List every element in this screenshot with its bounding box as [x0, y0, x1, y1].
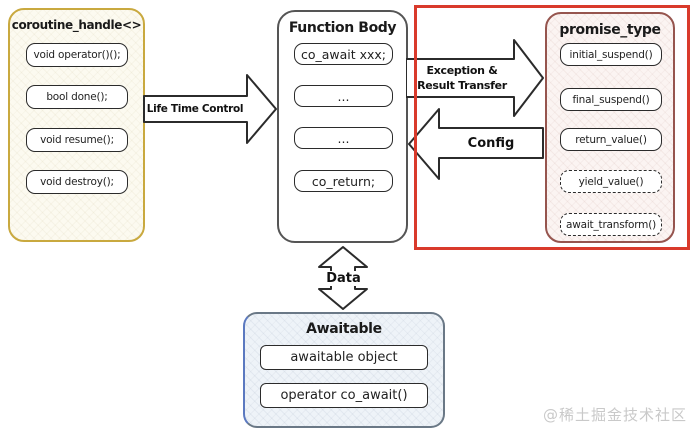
item-yield-value: yield_value(): [560, 170, 662, 193]
item-co-return: co_return;: [294, 170, 393, 192]
item-initial-suspend: initial_suspend(): [560, 43, 662, 66]
item-bool-done: bool done();: [26, 85, 128, 109]
item-await-transform: await_transform(): [560, 213, 662, 236]
right-arrow-icon: [406, 39, 544, 117]
data-arrow: Data: [310, 245, 377, 311]
data-label: Data: [310, 269, 377, 287]
promise-type-box: promise_type initial_suspend() final_sus…: [545, 12, 675, 243]
awaitable-box: Awaitable awaitable object operator co_a…: [243, 312, 445, 428]
life-time-control-arrow: Life Time Control: [143, 73, 278, 145]
coroutine-handle-box: coroutine_handle<> void operator()(); bo…: [8, 8, 145, 242]
item-void-operator: void operator()();: [26, 43, 128, 67]
item-void-destroy: void destroy();: [26, 170, 128, 194]
exception-label-line1: Exception &: [426, 64, 498, 77]
item-co-await: co_await xxx;: [294, 43, 393, 65]
exception-result-transfer-label: Exception & Result Transfer: [408, 60, 516, 96]
config-arrow: Config: [408, 107, 545, 181]
left-arrow-icon: [408, 108, 544, 180]
function-body-box: Function Body co_await xxx; ... ... co_r…: [277, 10, 408, 243]
item-return-value: return_value(): [560, 128, 662, 151]
awaitable-title: Awaitable: [306, 321, 382, 337]
item-operator-co-await: operator co_await(): [260, 383, 428, 408]
right-arrow-icon: [143, 74, 277, 144]
exception-result-transfer-arrow: Exception & Result Transfer: [406, 38, 545, 118]
config-label: Config: [467, 135, 515, 151]
promise-type-title: promise_type: [559, 22, 661, 38]
item-ellipsis-1: ...: [294, 85, 393, 107]
item-awaitable-object: awaitable object: [260, 345, 428, 370]
coroutine-handle-title: coroutine_handle<>: [11, 18, 142, 32]
item-void-resume: void resume();: [26, 128, 128, 152]
data-label-text: Data: [323, 270, 364, 286]
life-time-control-label: Life Time Control: [146, 103, 244, 115]
item-ellipsis-2: ...: [294, 127, 393, 149]
function-body-title: Function Body: [288, 20, 397, 36]
exception-label-line2: Result Transfer: [417, 79, 507, 92]
watermark: @稀土掘金技术社区: [542, 406, 687, 424]
item-final-suspend: final_suspend(): [560, 88, 662, 111]
